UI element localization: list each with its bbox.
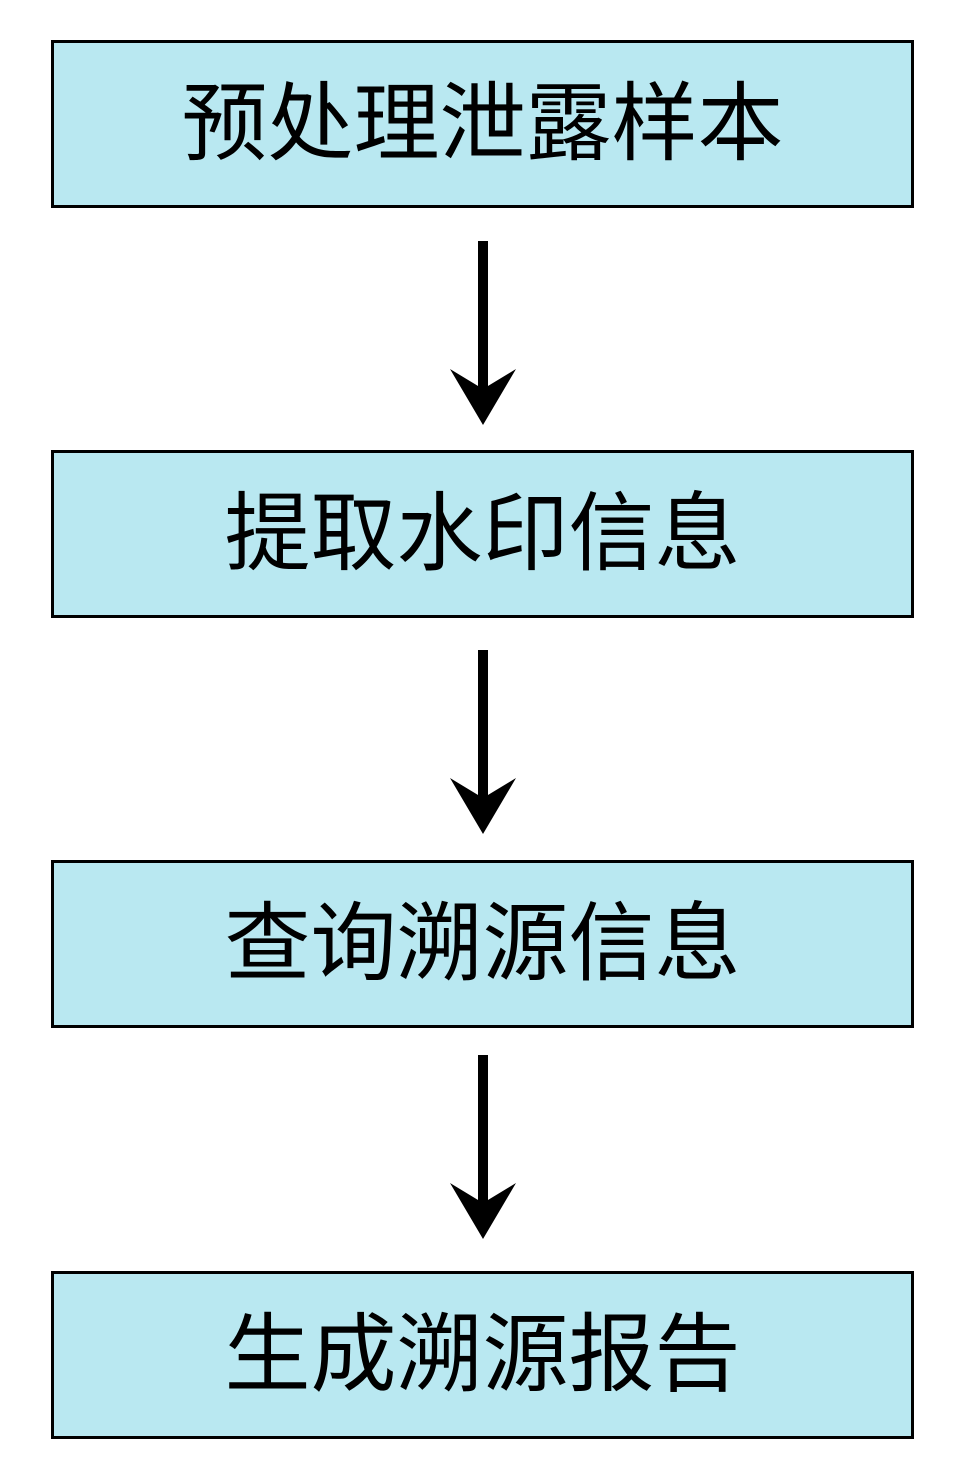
step-box-generate-report: 生成溯源报告 [51,1271,914,1439]
down-arrow-icon [450,241,516,425]
step-box-preprocess-sample: 预处理泄露样本 [51,40,914,208]
step-label: 提取水印信息 [224,484,741,584]
step-label: 生成溯源报告 [224,1305,741,1405]
step-box-query-trace: 查询溯源信息 [51,860,914,1028]
down-arrow-icon [450,650,516,834]
step-label: 预处理泄露样本 [181,74,784,174]
step-label: 查询溯源信息 [224,894,741,994]
down-arrow-icon [450,1055,516,1239]
step-box-extract-watermark: 提取水印信息 [51,450,914,618]
